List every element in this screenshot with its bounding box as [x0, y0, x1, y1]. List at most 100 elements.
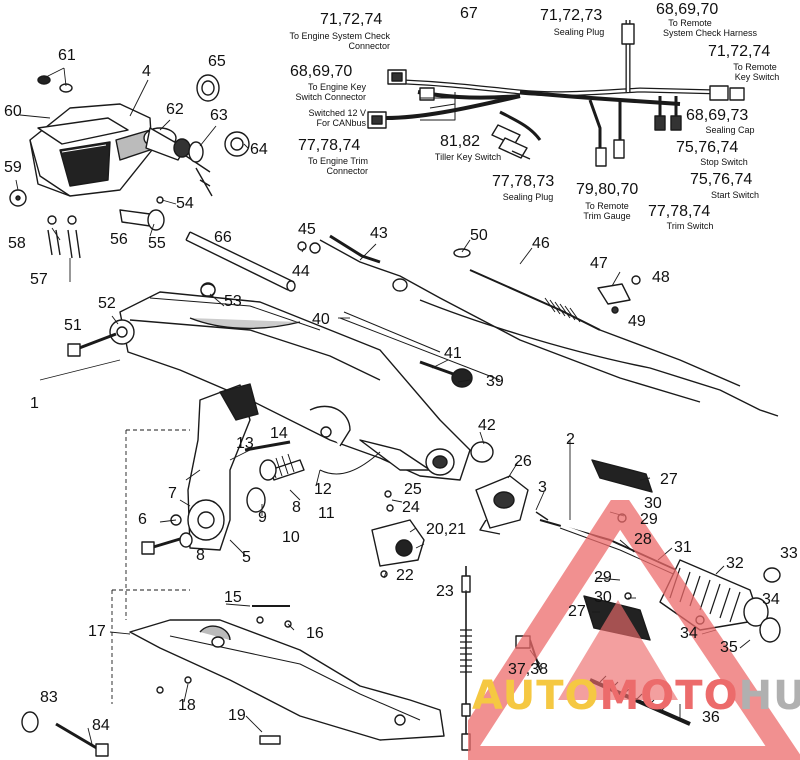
callout: 13 — [236, 435, 254, 452]
connector-c7-caption-2: System Check Harness — [662, 28, 758, 38]
callout: 7 — [168, 485, 177, 502]
callout: 14 — [270, 425, 288, 442]
callout: 59 — [4, 159, 22, 176]
callout: 4 — [142, 63, 151, 80]
callout: 49 — [628, 313, 646, 330]
callout: 46 — [532, 235, 550, 252]
callout: 11 — [318, 505, 335, 522]
connector-c6-caption-1: Sealing Plug — [553, 27, 605, 37]
callout: 30 — [594, 589, 612, 606]
callout: 16 — [306, 625, 324, 642]
watermark-word-moto: MOTO — [599, 673, 739, 719]
callout: 2 — [566, 431, 575, 448]
watermark-logo — [468, 500, 800, 760]
callout: 64 — [250, 141, 268, 158]
callout: 1 — [30, 395, 39, 412]
callout: 34 — [680, 625, 698, 642]
connector-c1-caption-2: Connector — [348, 41, 390, 51]
callout: 30 — [644, 495, 662, 512]
callout: 3 — [538, 479, 547, 496]
connector-c9-caption-1: Sealing Cap — [705, 125, 755, 135]
callout: 37,38 — [508, 661, 549, 678]
connector-c14-caption-1: To Remote — [585, 201, 629, 211]
callout: 63 — [210, 107, 228, 124]
callout: 23 — [436, 583, 454, 600]
callout: 8 — [292, 499, 301, 516]
callout: 12 — [314, 481, 332, 498]
key-switch-housing — [9, 74, 250, 259]
connector-c7-numbers: 68,69,70 — [656, 1, 719, 18]
connector-c12-numbers: 81,82 — [440, 133, 481, 150]
callout: 51 — [64, 317, 82, 334]
connector-c14-caption-2: Trim Gauge — [583, 211, 631, 221]
callout: 60 — [4, 103, 22, 120]
callout: 55 — [148, 235, 166, 252]
connector-c1-caption-1: To Engine System Check — [289, 31, 390, 41]
callout: 44 — [292, 263, 310, 280]
callout: 32 — [726, 555, 744, 572]
callout: 50 — [470, 227, 488, 244]
callout: 34 — [762, 591, 780, 608]
callout: 10 — [282, 529, 300, 546]
callout: 15 — [224, 589, 242, 606]
callout: 58 — [8, 235, 26, 252]
connector-c6-numbers: 71,72,73 — [540, 7, 603, 24]
callout: 9 — [258, 509, 267, 526]
callout: 29 — [594, 569, 612, 586]
callout: 18 — [178, 697, 196, 714]
connector-c2-caption-2: Switch Connector — [295, 92, 366, 102]
callout: 41 — [444, 345, 462, 362]
connector-c2-numbers: 68,69,70 — [290, 63, 353, 80]
connector-c2-caption-1: To Engine Key — [307, 82, 366, 92]
connector-c7-caption-1: To Remote — [668, 18, 712, 28]
callout: 20,21 — [426, 521, 467, 538]
callout: 66 — [214, 229, 232, 246]
connector-c1-numbers: 71,72,74 — [320, 11, 383, 28]
callout: 6 — [138, 511, 147, 528]
watermark-word-hub: HUB — [738, 673, 800, 719]
callout: 61 — [58, 47, 76, 64]
shift-lever — [141, 383, 305, 555]
callout: 48 — [652, 269, 670, 286]
connector-c4-caption-2: Connector — [326, 166, 368, 176]
connector-c13-caption-1: Sealing Plug — [502, 192, 554, 202]
callout: 36 — [702, 709, 720, 726]
callout: 47 — [590, 255, 608, 272]
callout: 17 — [88, 623, 106, 640]
connector-c10-caption-1: Stop Switch — [700, 157, 748, 167]
connector-c12-caption-1: Tiller Key Switch — [434, 152, 502, 162]
callout: 35 — [720, 639, 738, 656]
watermark-text: AUTOMOTOHUB — [472, 676, 800, 716]
callout: 56 — [110, 231, 128, 248]
friction-block — [371, 475, 549, 578]
connector-c8-caption-2: Key Switch — [734, 72, 780, 82]
callout: 40 — [312, 311, 330, 328]
connector-c4-caption-1: To Engine Trim — [307, 156, 368, 166]
connector-c9-numbers: 68,69,73 — [686, 107, 749, 124]
callout: 31 — [674, 539, 692, 556]
bottom-cover — [21, 605, 445, 757]
connector-c3-caption-1: Switched 12 V — [308, 108, 366, 118]
callout: 62 — [166, 101, 184, 118]
callout: 29 — [640, 511, 658, 528]
callout: 83 — [40, 689, 58, 706]
connector-c8-numbers: 71,72,74 — [708, 43, 771, 60]
callout: 19 — [228, 707, 246, 724]
callout: 45 — [298, 221, 316, 238]
connector-c5-numbers: 67 — [460, 5, 478, 22]
callout: 42 — [478, 417, 496, 434]
connector-c4-numbers: 77,78,74 — [298, 137, 361, 154]
callout: 28 — [634, 531, 652, 548]
callout: 5 — [242, 549, 251, 566]
connector-c10-numbers: 75,76,74 — [676, 139, 739, 156]
callout: 65 — [208, 53, 226, 70]
connector-c15-caption-1: Trim Switch — [666, 221, 714, 231]
callout: 54 — [176, 195, 194, 212]
callout: 24 — [402, 499, 420, 516]
callout: 27 — [568, 603, 586, 620]
callout: 25 — [404, 481, 422, 498]
cables-and-rods — [185, 231, 779, 417]
tiller-arm — [67, 283, 494, 481]
callout: 8 — [196, 547, 205, 564]
